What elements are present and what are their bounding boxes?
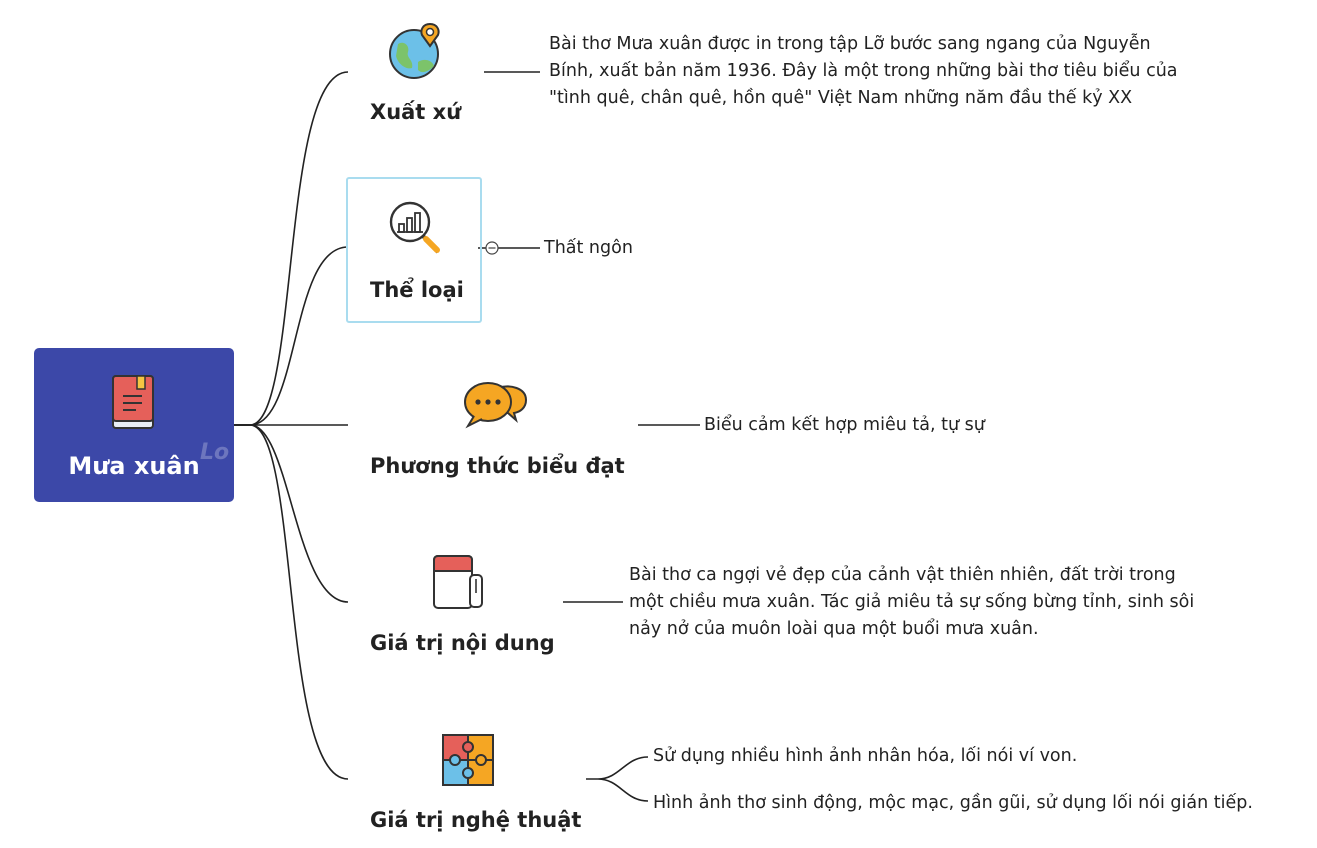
detail-nghe-thuat-1[interactable]: Sử dụng nhiều hình ảnh nhân hóa, lối nói… [653, 743, 1077, 770]
branch-label-xuat-xu[interactable]: Xuất xứ [370, 100, 462, 124]
detail-line: Thất ngôn [544, 238, 633, 258]
detail-line: Bài thơ ca ngợi vẻ đẹp của cảnh vật thiê… [629, 565, 1176, 585]
selected-node-frame[interactable] [346, 177, 482, 323]
chart-magnifier-icon [386, 200, 444, 262]
detail-line: nảy nở của muôn loài qua một buổi mưa xu… [629, 619, 1039, 639]
detail-line: Biểu cảm kết hợp miêu tả, tự sự [704, 415, 985, 435]
branch-label-phuong-thuc[interactable]: Phương thức biểu đạt [370, 454, 625, 478]
detail-the-loai[interactable]: Thất ngôn [544, 235, 633, 262]
detail-line: "tình quê, chân quê, hồn quê" Việt Nam n… [549, 88, 1133, 108]
root-node[interactable]: Mưa xuân Lo [34, 348, 234, 502]
connector-noi-dung [234, 424, 349, 603]
connector-the-loai [234, 246, 349, 426]
speech-bubbles-icon [462, 378, 530, 434]
branch-label-noi-dung[interactable]: Giá trị nội dung [370, 631, 555, 655]
root-title: Mưa xuân [68, 452, 200, 480]
detail-noi-dung[interactable]: Bài thơ ca ngợi vẻ đẹp của cảnh vật thiê… [629, 562, 1194, 643]
detail-xuat-xu[interactable]: Bài thơ Mưa xuân được in trong tập Lỡ bư… [549, 31, 1178, 112]
detail-line: Bính, xuất bản năm 1936. Đây là một tron… [549, 61, 1178, 81]
connector-xuat-xu [234, 71, 349, 426]
branch-label-nghe-thuat[interactable]: Giá trị nghệ thuật [370, 808, 582, 832]
branch-label-the-loai[interactable]: Thể loại [370, 278, 464, 302]
detail-line: Sử dụng nhiều hình ảnh nhân hóa, lối nói… [653, 746, 1078, 766]
connector-nghe-thuat [234, 424, 349, 780]
globe-pin-icon [388, 22, 444, 86]
detail-line: Bài thơ Mưa xuân được in trong tập Lỡ bư… [549, 34, 1151, 54]
detail-phuong-thuc[interactable]: Biểu cảm kết hợp miêu tả, tự sự [704, 412, 985, 439]
puzzle-icon [440, 732, 498, 794]
detail-nghe-thuat-2[interactable]: Hình ảnh thơ sinh động, mộc mạc, gần gũi… [653, 790, 1253, 817]
book-icon [110, 372, 158, 436]
detail-line: một chiều mưa xuân. Tác giả miêu tả sự s… [629, 592, 1195, 612]
notebook-icon [430, 553, 488, 615]
connector-nghe-thuat-detail [586, 756, 649, 802]
detail-line: Hình ảnh thơ sinh động, mộc mạc, gần gũi… [653, 793, 1253, 813]
watermark: Lo [200, 440, 230, 465]
